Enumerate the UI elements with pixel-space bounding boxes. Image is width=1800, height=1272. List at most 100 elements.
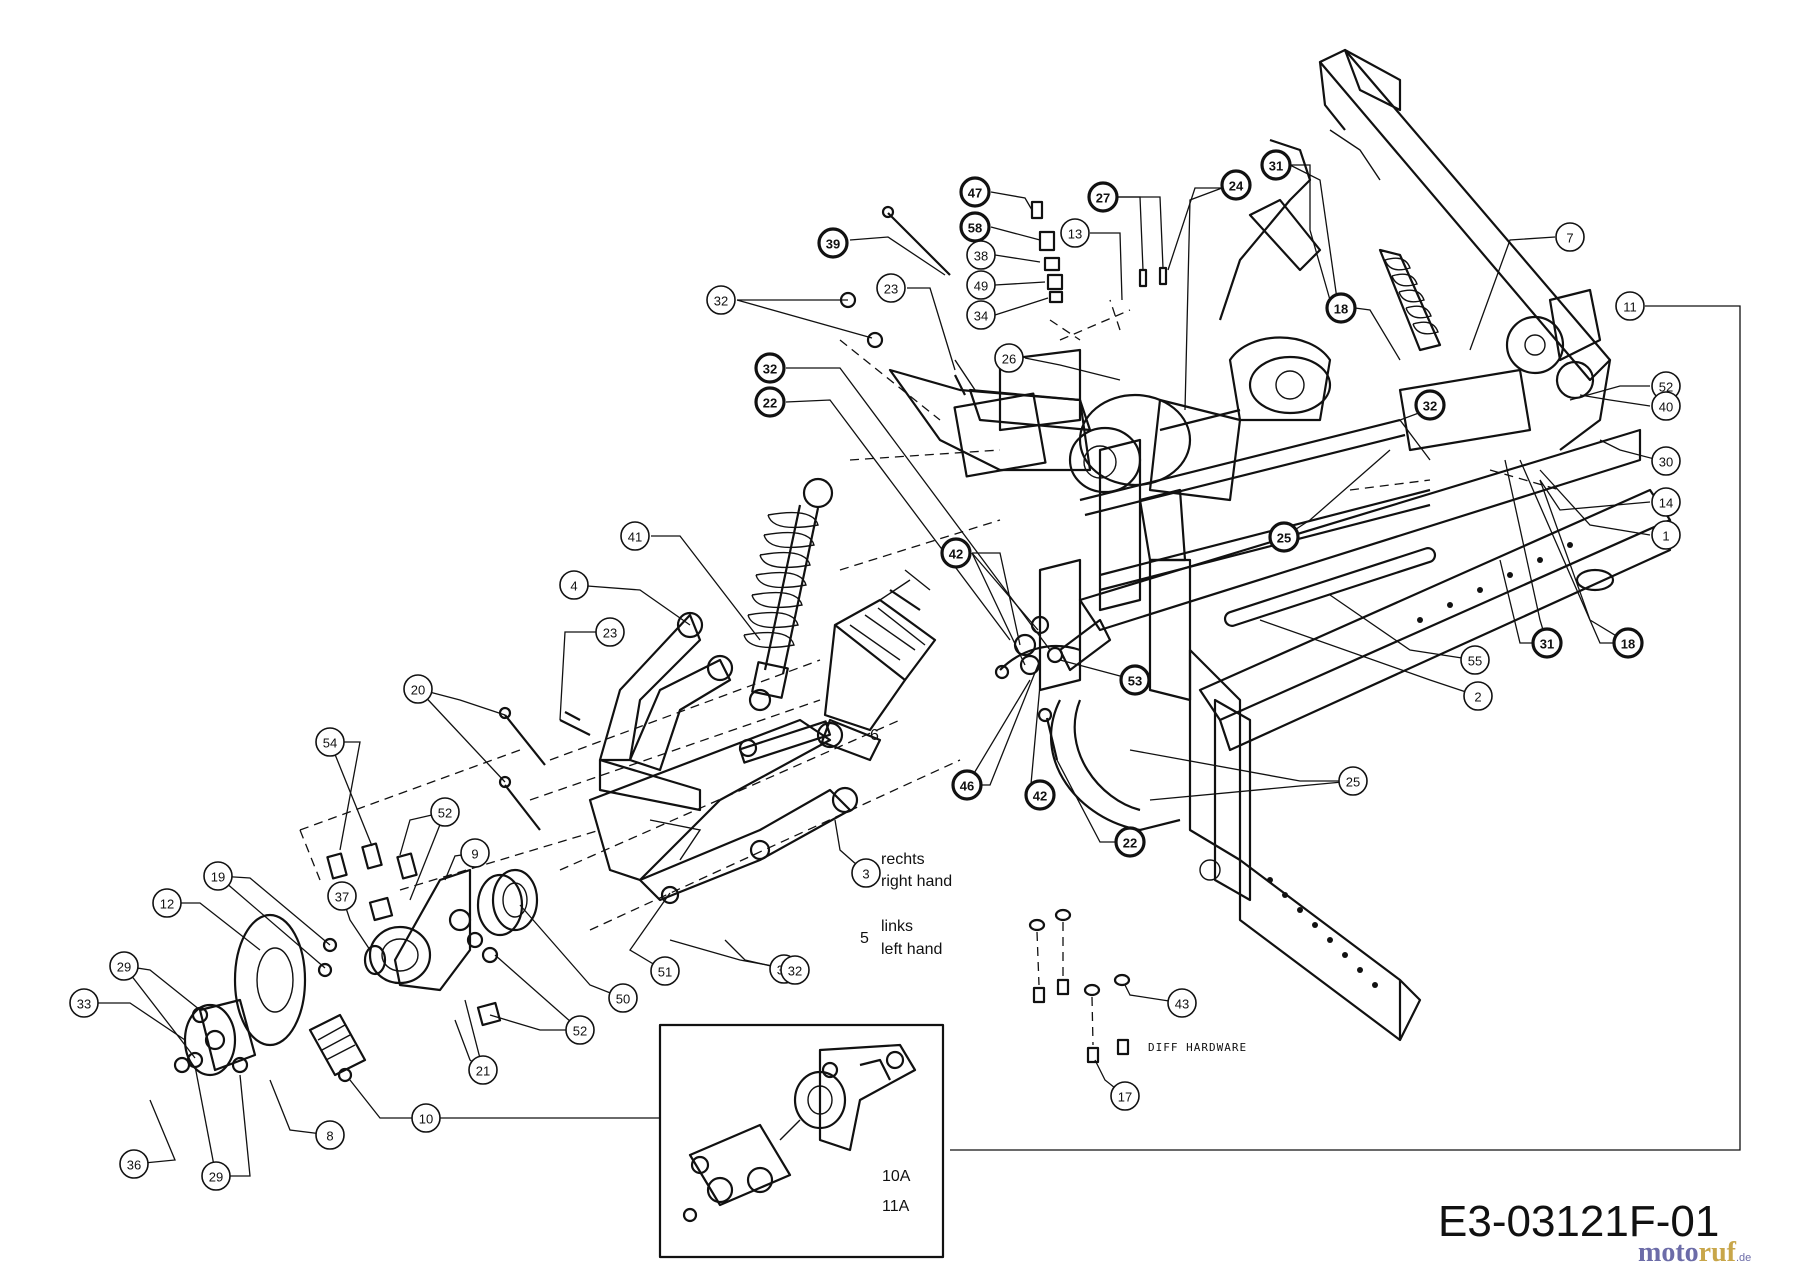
callout-number: 12 — [160, 897, 174, 912]
callout-c8: 8 — [315, 1120, 345, 1150]
callout-c42b: 42 — [1024, 779, 1056, 811]
svg-text:motoruf.de: motoruf.de — [1638, 1237, 1751, 1268]
callout-circle — [1268, 521, 1300, 553]
callout-c18b: 18 — [1612, 627, 1644, 659]
callout-number: 52 — [438, 806, 452, 821]
callout-circle — [620, 521, 650, 551]
callout-c12: 12 — [152, 888, 182, 918]
callout-circle — [1119, 664, 1151, 696]
callout-c42a: 42 — [940, 537, 972, 569]
callout-number: 46 — [960, 779, 974, 794]
callout-number: 25 — [1277, 531, 1291, 546]
callout-circle — [754, 352, 786, 384]
callout-number: 36 — [127, 1158, 141, 1173]
callout-circle — [959, 211, 991, 243]
callout-circle — [1167, 988, 1197, 1018]
callout-c22b: 22 — [1114, 826, 1146, 858]
callout-circle — [876, 273, 906, 303]
callout-c13: 13 — [1060, 218, 1090, 248]
diagram-code: E3-03121F-01 — [1438, 1197, 1719, 1246]
callout-c25a: 25 — [1268, 521, 1300, 553]
steering-knuckle — [368, 868, 472, 992]
callout-c38: 38 — [966, 240, 996, 270]
callout-c39: 39 — [817, 227, 849, 259]
callout-circle — [1612, 627, 1644, 659]
callout-circle — [754, 386, 786, 418]
callout-c23a: 23 — [876, 273, 906, 303]
callout-c18a: 18 — [1325, 292, 1357, 324]
callout-c52c: 52 — [565, 1015, 595, 1045]
callout-c24: 24 — [1220, 169, 1252, 201]
callout-number: 26 — [1002, 352, 1016, 367]
guide-lines — [299, 299, 1561, 931]
callout-number: 34 — [974, 309, 988, 324]
callout-number: 32 — [788, 964, 802, 979]
callout-number: 40 — [1659, 400, 1673, 415]
label-diff-hardware: DIFF HARDWARE — [1148, 1041, 1247, 1054]
callout-number: 32 — [1423, 399, 1437, 414]
callout-c32d: 32 — [780, 955, 810, 985]
callout-c49: 49 — [966, 270, 996, 300]
callout-number: 32 — [714, 294, 728, 309]
callout-c41: 41 — [620, 521, 650, 551]
callout-c26: 26 — [994, 343, 1024, 373]
callout-circle — [327, 881, 357, 911]
callout-number: 51 — [658, 965, 672, 980]
callout-c4: 4 — [559, 570, 589, 600]
callout-number: 27 — [1096, 191, 1110, 206]
front-shock — [743, 477, 834, 712]
callout-c32a: 32 — [706, 285, 736, 315]
callout-number: 58 — [968, 221, 982, 236]
watermark-part1: moto — [1638, 1237, 1699, 1268]
callout-c33: 33 — [69, 988, 99, 1018]
watermark-part2: ruf — [1699, 1237, 1737, 1268]
callout-number: 10 — [419, 1112, 433, 1127]
callout-circle — [966, 240, 996, 270]
callout-circle — [1114, 826, 1146, 858]
center-hardware — [994, 615, 1112, 761]
callout-circle — [595, 617, 625, 647]
callout-number: 17 — [1118, 1090, 1132, 1105]
callout-circle — [608, 983, 638, 1013]
callout-c29b: 29 — [201, 1161, 231, 1191]
callout-circle — [565, 1015, 595, 1045]
callout-number: 42 — [949, 547, 963, 562]
callout-number: 18 — [1334, 302, 1348, 317]
callout-c54: 54 — [315, 727, 345, 757]
callout-c31b: 31 — [1531, 627, 1563, 659]
callout-circle — [780, 955, 810, 985]
callout-c40: 40 — [1651, 391, 1681, 421]
callout-number: 19 — [211, 870, 225, 885]
callout-circle — [403, 674, 433, 704]
callout-circle — [1460, 645, 1490, 675]
callout-number: 9 — [471, 847, 478, 862]
callout-number: 24 — [1229, 179, 1244, 194]
callout-number: 18 — [1621, 637, 1635, 652]
callout-number: 14 — [1659, 496, 1673, 511]
callout-circle — [460, 838, 490, 868]
label-rechts: rechts — [881, 851, 925, 868]
callout-circle — [1338, 766, 1368, 796]
callout-circle — [940, 537, 972, 569]
callout-circle — [201, 1161, 231, 1191]
callout-c58: 58 — [959, 211, 991, 243]
callout-number: 3 — [862, 867, 869, 882]
callout-number: 7 — [1566, 231, 1573, 246]
callout-number: 53 — [1128, 674, 1142, 689]
label-10a: 10A — [882, 1168, 911, 1185]
callout-number: 54 — [323, 736, 337, 751]
callout-circle — [411, 1103, 441, 1133]
label-left-hand: left hand — [881, 941, 942, 958]
watermark-suffix: .de — [1736, 1252, 1751, 1264]
callout-number: 30 — [1659, 455, 1673, 470]
callout-c23b: 23 — [595, 617, 625, 647]
upper-a-arm — [598, 611, 734, 812]
callout-number: 20 — [411, 683, 425, 698]
brake-caliper — [308, 1013, 367, 1083]
callout-c14: 14 — [1651, 487, 1681, 517]
main-frame — [1038, 48, 1672, 1042]
callout-circle — [468, 1055, 498, 1085]
label-part-6: 6 — [870, 727, 879, 744]
callout-c37: 37 — [327, 881, 357, 911]
watermark-logo: motoruf.de — [1638, 1237, 1751, 1268]
